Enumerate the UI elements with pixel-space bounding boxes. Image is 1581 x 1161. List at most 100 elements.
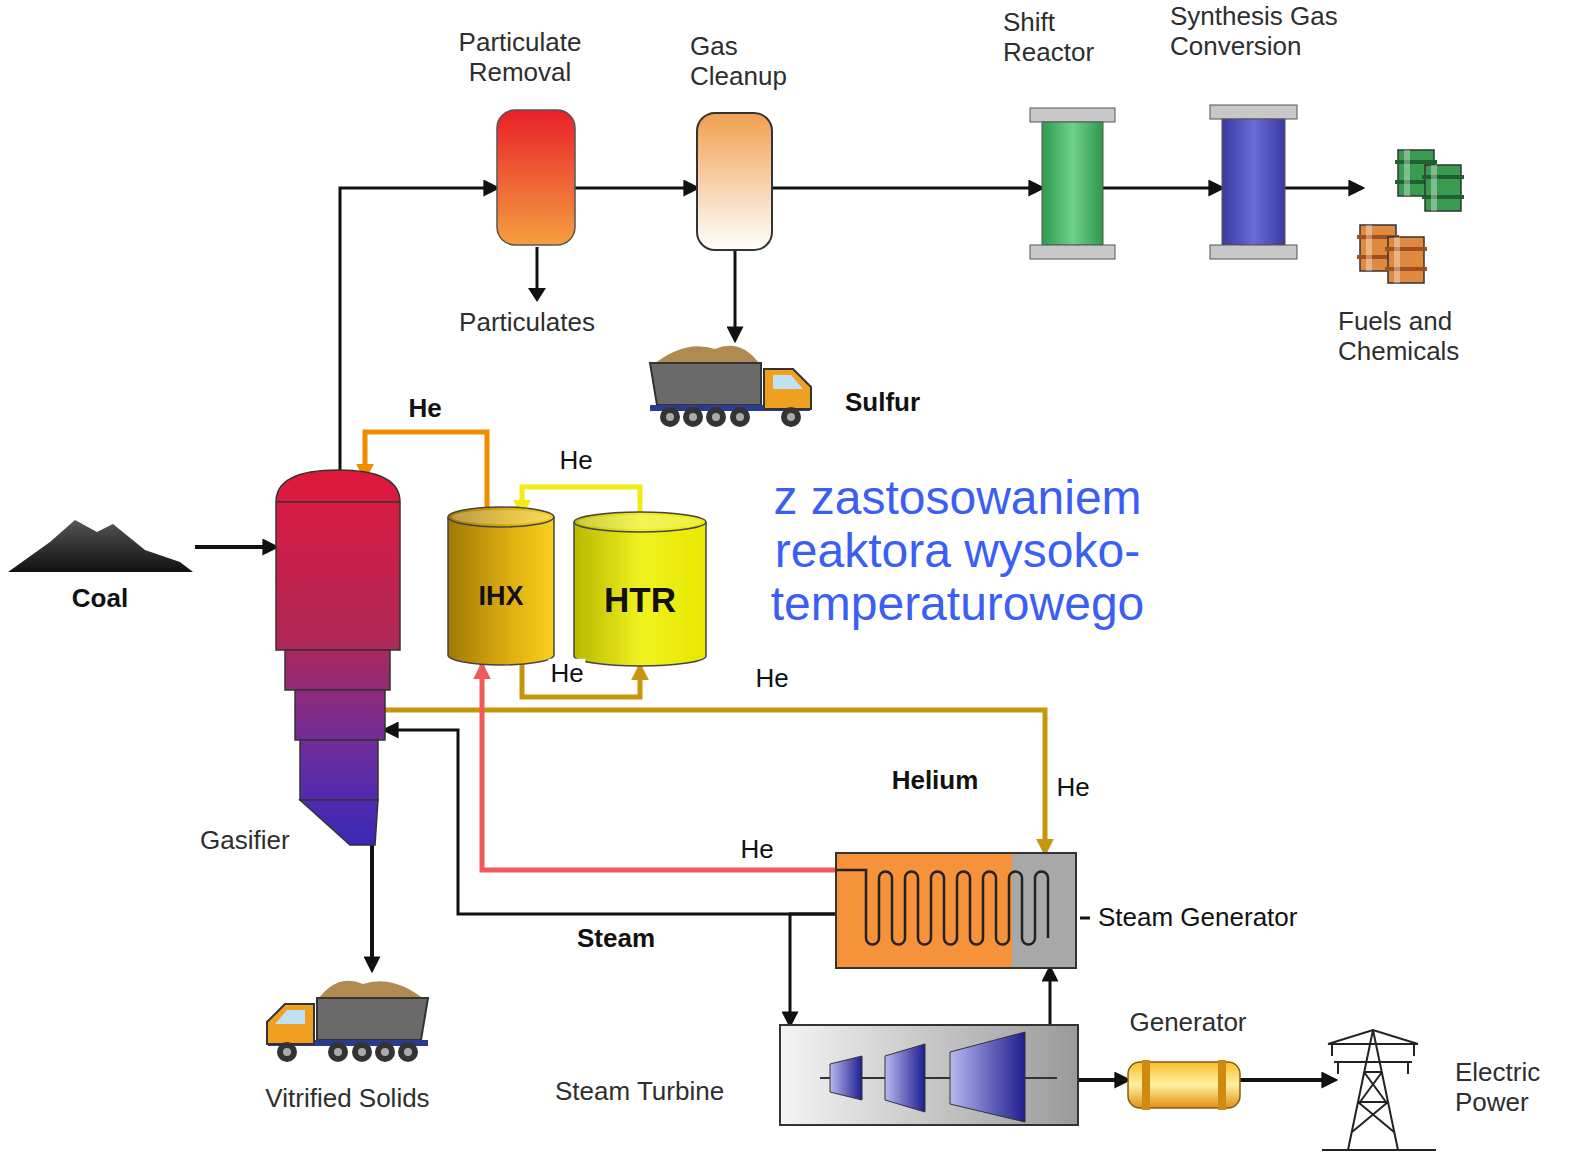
node-label: Gasifier [200,826,310,856]
shape-path [276,470,400,650]
shape-path [1348,1030,1398,1150]
flow-connector [385,730,836,914]
flow-connector [790,914,836,1025]
shape-path [950,1032,1025,1122]
flow-label: Steam [575,924,657,953]
gasifier-drawing [195,462,405,860]
shape-g [650,346,811,427]
node-label: HTR [571,580,709,620]
shape-rect [1218,1060,1226,1110]
shape-circle [352,1042,372,1062]
shape-rect [1431,165,1437,211]
shape-path [885,1044,925,1112]
vessel: Gas Cleanup [690,32,815,254]
shape-circle [328,1042,348,1062]
node-label: IHX [445,581,557,612]
shape-g [1322,1030,1436,1150]
shape-rect [1394,237,1400,283]
shape-path [8,520,193,572]
shape-circle [660,407,680,427]
reactor-vessel: HTR [571,510,709,668]
node-label: Steam Turbine [555,1077,770,1107]
node-label: Coal [5,584,195,614]
shape-circle [334,1048,342,1056]
shape-path [830,1056,862,1100]
node-label: Fuels and Chemicals [1338,307,1498,367]
shape-path [275,1010,305,1024]
flow-connector [1103,187,1222,190]
shape-circle [730,407,750,427]
node-label: Gas Cleanup [690,32,815,92]
shape-ellipse [452,510,550,524]
flow-connector [1240,1078,1335,1082]
product-drums: Fuels and Chemicals [1335,145,1500,390]
shape-rect [1385,267,1427,271]
flow-label: He [406,394,443,423]
node-label: Shift Reactor [1003,8,1128,68]
node-label: Steam Generator [1098,903,1348,933]
vessel: Particulate Removal [440,28,600,250]
shape-circle [398,1042,418,1062]
shape-circle [375,1042,395,1062]
shape-circle [381,1048,389,1056]
shape-circle [666,413,674,421]
node-label: Particulate Removal [440,28,600,88]
flow-connector [195,545,276,549]
truck: Sulfur [645,335,945,430]
shape-circle [706,407,726,427]
note: z zastosowaniem reaktora wysoko- tempera… [735,472,1180,630]
shape-circle [781,407,801,427]
shape-g [267,981,428,1062]
shape-circle [787,413,795,421]
gasifier: Gasifier [195,462,405,860]
flow-label: He [557,446,594,475]
flow-connector [1285,187,1362,190]
shape-rect [1030,245,1115,259]
shape-rect [1422,175,1464,179]
shape-path [836,870,1048,945]
shape-path [1322,1149,1436,1151]
shape-rect [1042,122,1103,245]
shape-rect [1030,108,1115,122]
flow-label: He [738,835,775,864]
stream-label: He [1054,773,1091,802]
shape-rect [285,650,390,690]
stream-label: Helium [890,766,981,795]
output-label: Particulates [457,308,597,337]
shape-rect [1210,245,1297,259]
steam-generator: Steam Generator [836,853,1348,970]
shape-g [267,981,428,1062]
shape-rect [1395,160,1437,164]
flow-connector [1078,1078,1128,1082]
transmission-tower-drawing [1318,1022,1578,1154]
node-label: Generator [1112,1008,1264,1038]
node-label: Vitrified Solids [240,1084,455,1114]
flow-connector [734,250,737,340]
shape-rect [497,110,575,245]
shape-line [276,501,400,503]
shape-rect [780,1025,1078,1125]
particulates-arrow [536,247,539,290]
shape-circle [736,413,744,421]
shape-rect [1404,150,1410,196]
node-label: Electric Power [1455,1058,1573,1118]
flow-connector [482,665,836,870]
shape-rect [1142,1060,1150,1110]
shape-rect [1425,165,1461,211]
shape-circle [712,413,720,421]
shape-circle [689,413,697,421]
shape-path [1328,1030,1418,1062]
shape-circle [683,407,703,427]
heat-exchanger: IHX [445,505,557,667]
shape-ellipse [448,507,554,527]
shape-circle [283,1048,291,1056]
flow-connector [1049,968,1052,1025]
shape-rect [697,113,772,250]
reactor-column: Shift Reactor [1000,8,1140,264]
generator: Generator [1112,1008,1264,1113]
shape-ellipse [578,515,702,529]
shape-rect [300,740,378,800]
shape-rect [295,690,385,740]
flow-label: He [753,664,790,693]
flow-connector [575,187,697,190]
